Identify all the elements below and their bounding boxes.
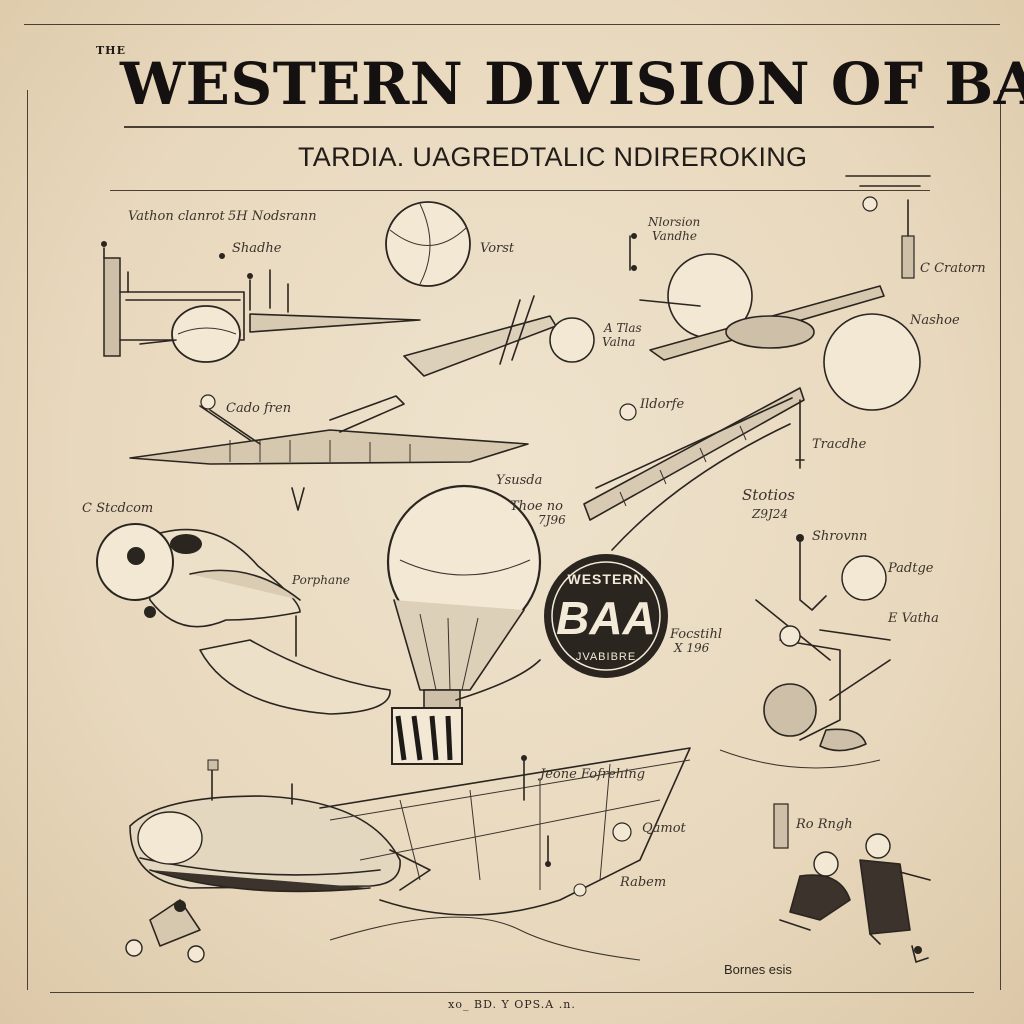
label-9: A Tlas	[603, 321, 642, 335]
badge-bottom-text: JVABIBRE	[576, 651, 636, 663]
label-13: Tracdhe	[812, 437, 867, 452]
label-3: Shadhe	[232, 241, 282, 256]
label-10: Valna	[602, 335, 635, 349]
machinery-sketch	[719, 534, 891, 769]
balloon-aircraft-sketch	[629, 175, 931, 411]
label-23: E Vatha	[887, 611, 939, 626]
badge-top-text: WESTERN	[568, 571, 645, 587]
label-30: Bornes esis	[724, 962, 792, 977]
baa-badge: WESTERN BAA JVABIBRE	[544, 423, 791, 678]
label-6: Vandhe	[652, 229, 697, 243]
frame-left-line	[27, 90, 28, 990]
frame-top-line	[24, 24, 1000, 25]
label-2: 5H Nodsrann	[228, 209, 317, 224]
figures-sketch	[773, 803, 931, 963]
label-14: Ysusda	[496, 473, 542, 488]
label-28: Rabem	[619, 875, 666, 890]
label-16: Thoe no	[510, 499, 563, 514]
label-11: Cado fren	[226, 401, 291, 416]
label-8: Nashoe	[909, 313, 960, 328]
label-22: Padtge	[887, 561, 934, 576]
label-21: Porphane	[291, 573, 350, 587]
long-flying-craft-sketch	[129, 394, 529, 511]
label-7: C Cratorn	[920, 261, 986, 276]
label-4: Vorst	[480, 241, 515, 256]
title-prefix: THE	[96, 44, 126, 57]
label-1: Vathon clanrot	[128, 209, 225, 224]
poster-footer: xo_ BD. Y OPS.A .n.	[448, 998, 576, 1011]
frame-right-line	[1000, 90, 1001, 990]
label-19: Z9J24	[751, 507, 788, 521]
bottom-line	[50, 992, 974, 993]
subtitle-underline	[110, 190, 930, 191]
poster-title: WESTERN DIVISION OF BAA	[120, 50, 1024, 118]
label-27: Qamot	[642, 821, 687, 836]
label-18: Stotios	[742, 486, 795, 504]
title-underline	[124, 126, 934, 128]
label-15: C Stcdcom	[82, 501, 153, 516]
label-24: Focstihl	[669, 627, 722, 642]
badge-main-text: BAA	[556, 592, 656, 644]
ramp-hangar-sketch	[583, 387, 805, 521]
glider-sketch	[403, 295, 595, 377]
poster-subtitle: TARDIA. UAGREDTALIC NDIREROKING	[298, 142, 808, 172]
label-12: Ildorfe	[639, 397, 684, 412]
label-26: Jeone Fofrehing	[537, 767, 645, 782]
label-17: 7J96	[538, 513, 566, 527]
label-25: X 196	[673, 641, 710, 655]
label-5: Nlorsion	[647, 215, 700, 229]
sphere-sketch	[385, 201, 471, 287]
hangar-engine-sketch	[101, 241, 421, 363]
airship-sketch	[125, 747, 691, 963]
hot-air-balloon-sketch	[386, 484, 542, 765]
bird-craft-sketch	[96, 523, 391, 715]
label-29: Ro Rngh	[795, 817, 853, 832]
label-20: Shrovnn	[812, 529, 867, 544]
